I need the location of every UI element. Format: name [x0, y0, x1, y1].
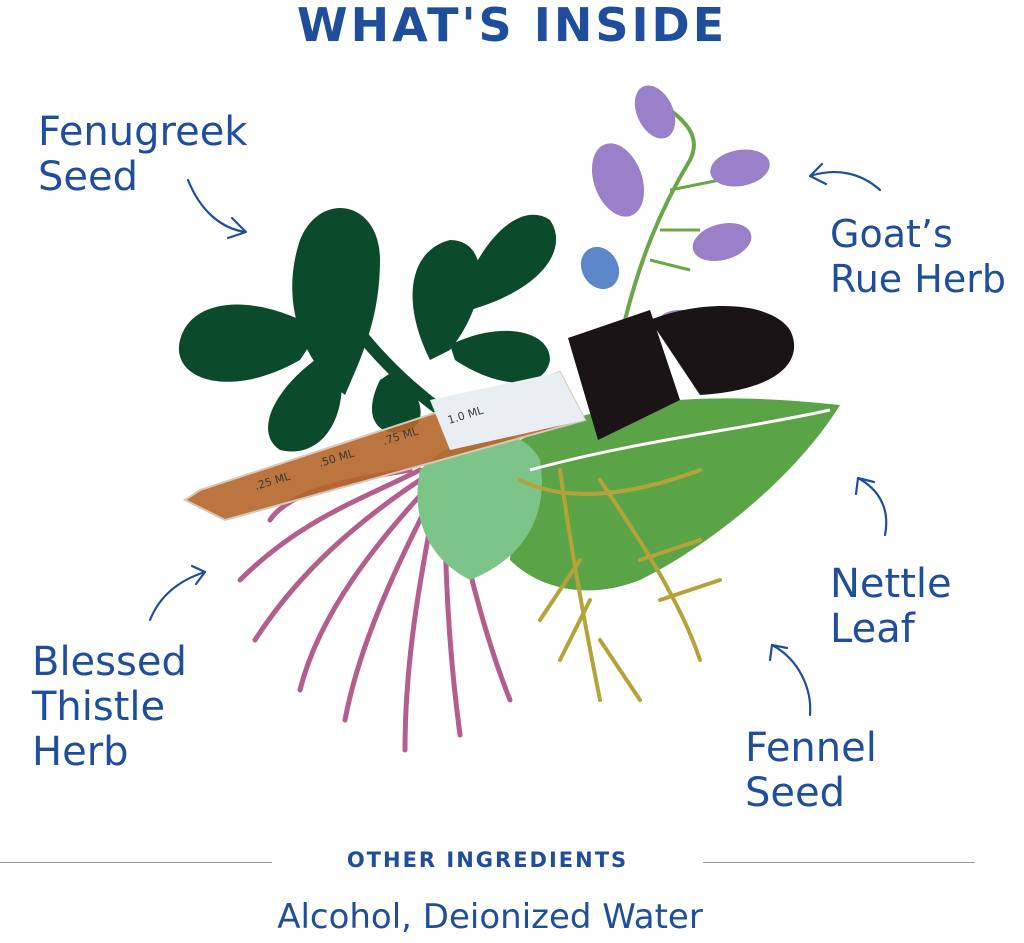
ingredient-label-line: Fennel [745, 725, 877, 771]
arrow-fenugreek-icon [186, 178, 248, 240]
ingredient-label-line: Seed [745, 770, 845, 816]
ingredient-goats-rue-herb: Goat’s Rue Herb [830, 212, 1006, 302]
ingredient-label-line: Seed [38, 154, 138, 200]
ingredient-label-line: Rue Herb [830, 257, 1006, 301]
ingredient-label-line: Leaf [830, 606, 915, 652]
divider-left [0, 862, 272, 863]
ingredient-label-line: Thistle [32, 684, 166, 730]
ingredient-fenugreek-seed: Fenugreek Seed [38, 110, 247, 200]
divider-right [703, 862, 975, 863]
ingredient-label-line: Herb [32, 729, 129, 775]
page-title: WHAT'S INSIDE [296, 0, 728, 52]
nettle-leaf-illustration [417, 398, 840, 591]
arrow-goats-rue-icon [808, 162, 882, 192]
arrow-thistle-icon [148, 564, 207, 622]
ingredient-fennel-seed: Fennel Seed [745, 726, 877, 816]
other-ingredients-heading: OTHER INGREDIENTS [346, 848, 629, 872]
herb-illustration: 1.0 ML .75 ML .50 ML .25 ML [148, 85, 888, 753]
arrow-nettle-icon [854, 476, 888, 537]
ingredient-nettle-leaf: Nettle Leaf [830, 562, 952, 652]
other-ingredients-list: Alcohol, Deionized Water [277, 897, 703, 937]
ingredient-label-line: Nettle [830, 561, 952, 607]
dropper-illustration [183, 306, 795, 522]
fennel-seed-illustration [518, 468, 722, 702]
ingredient-label-line: Goat’s [830, 212, 953, 256]
goats-rue-illustration [580, 85, 770, 334]
fenugreek-illustration [178, 207, 557, 452]
arrow-fennel-icon [768, 643, 812, 717]
ingredient-label-line: Fenugreek [38, 109, 248, 155]
ingredient-blessed-thistle-herb: Blessed Thistle Herb [32, 640, 187, 775]
ingredient-label-line: Blessed [32, 639, 187, 685]
